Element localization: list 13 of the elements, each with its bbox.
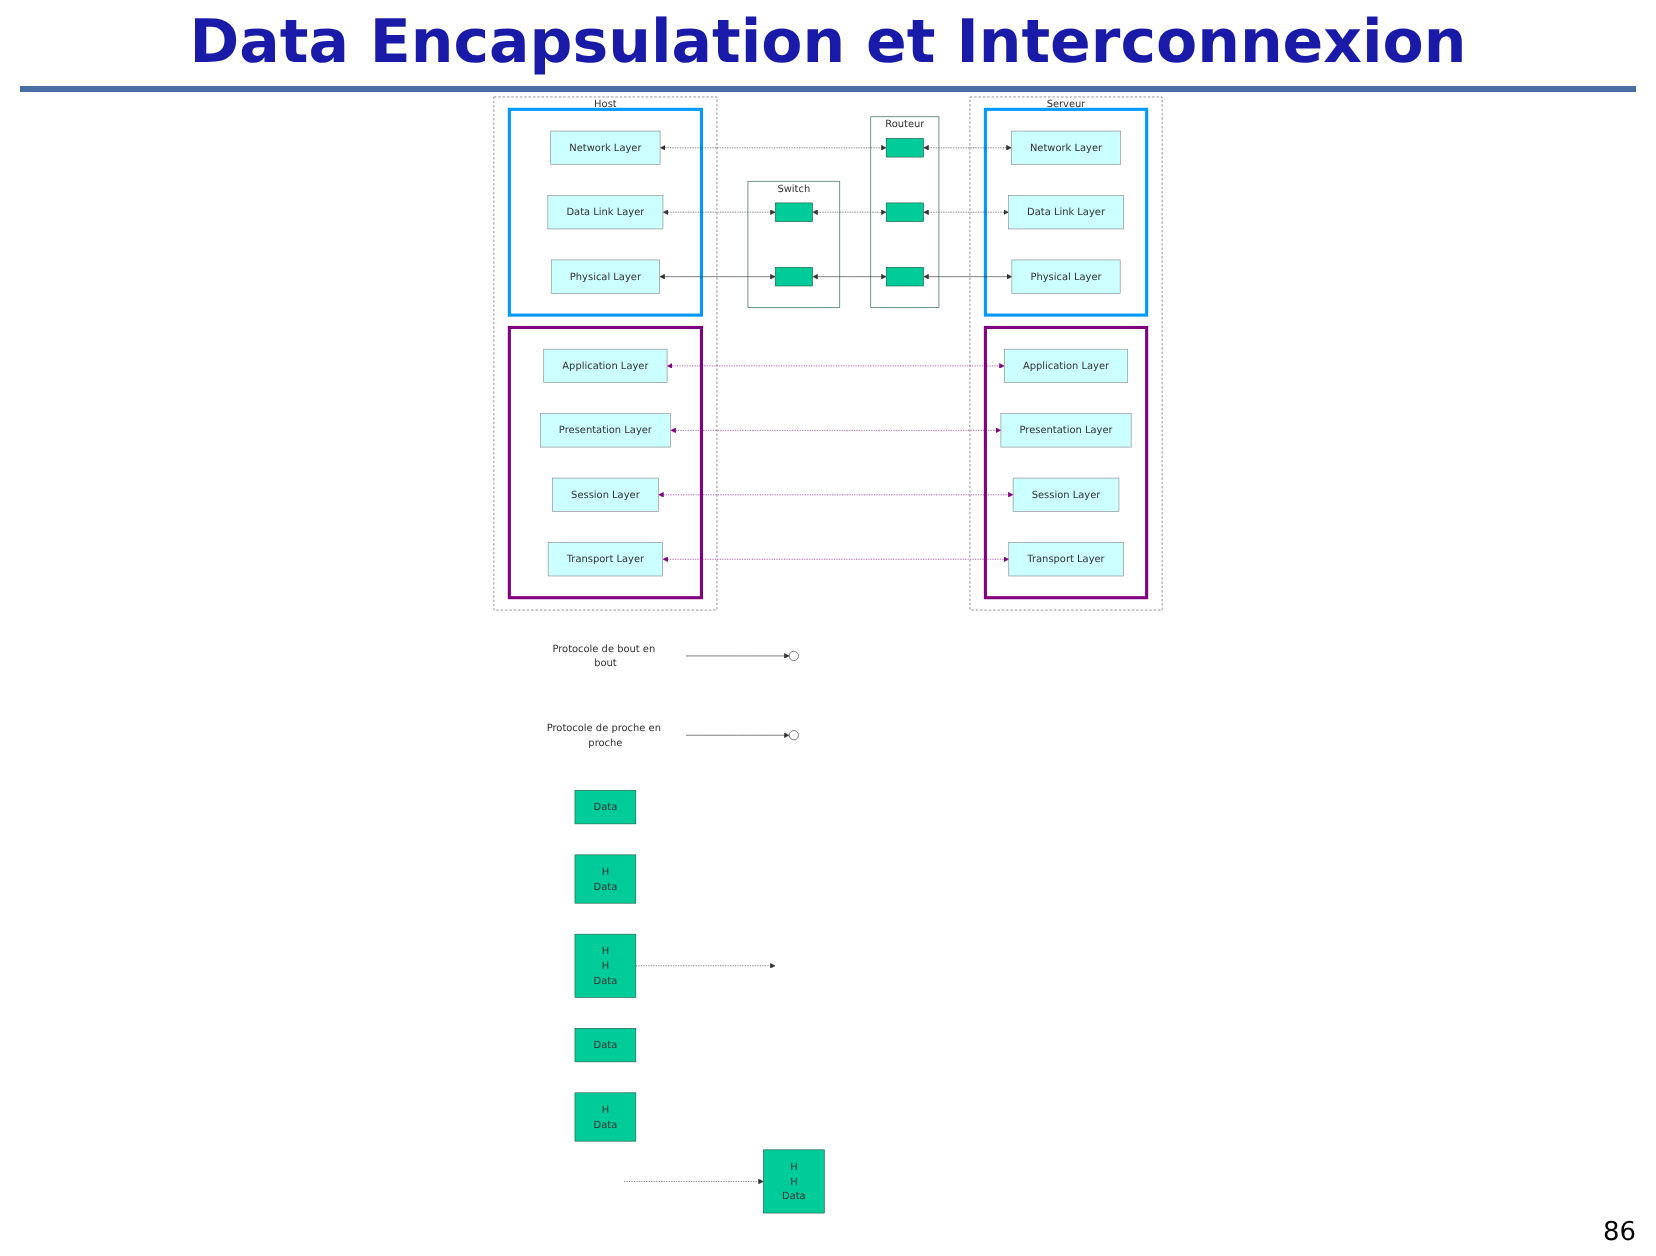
node-box [885, 202, 924, 222]
node-box [885, 267, 924, 287]
node-box [885, 138, 924, 158]
node-ellipse [788, 730, 799, 741]
cluster [983, 107, 1149, 317]
cluster [983, 325, 1149, 600]
node-box [774, 202, 813, 222]
node-box [774, 267, 813, 287]
cluster [507, 325, 703, 600]
page-number: 86 [1602, 1218, 1636, 1248]
cluster [507, 107, 703, 317]
slide-title: Data Encapsulation et Interconnexion [20, 8, 1636, 92]
node-ellipse [788, 650, 799, 661]
